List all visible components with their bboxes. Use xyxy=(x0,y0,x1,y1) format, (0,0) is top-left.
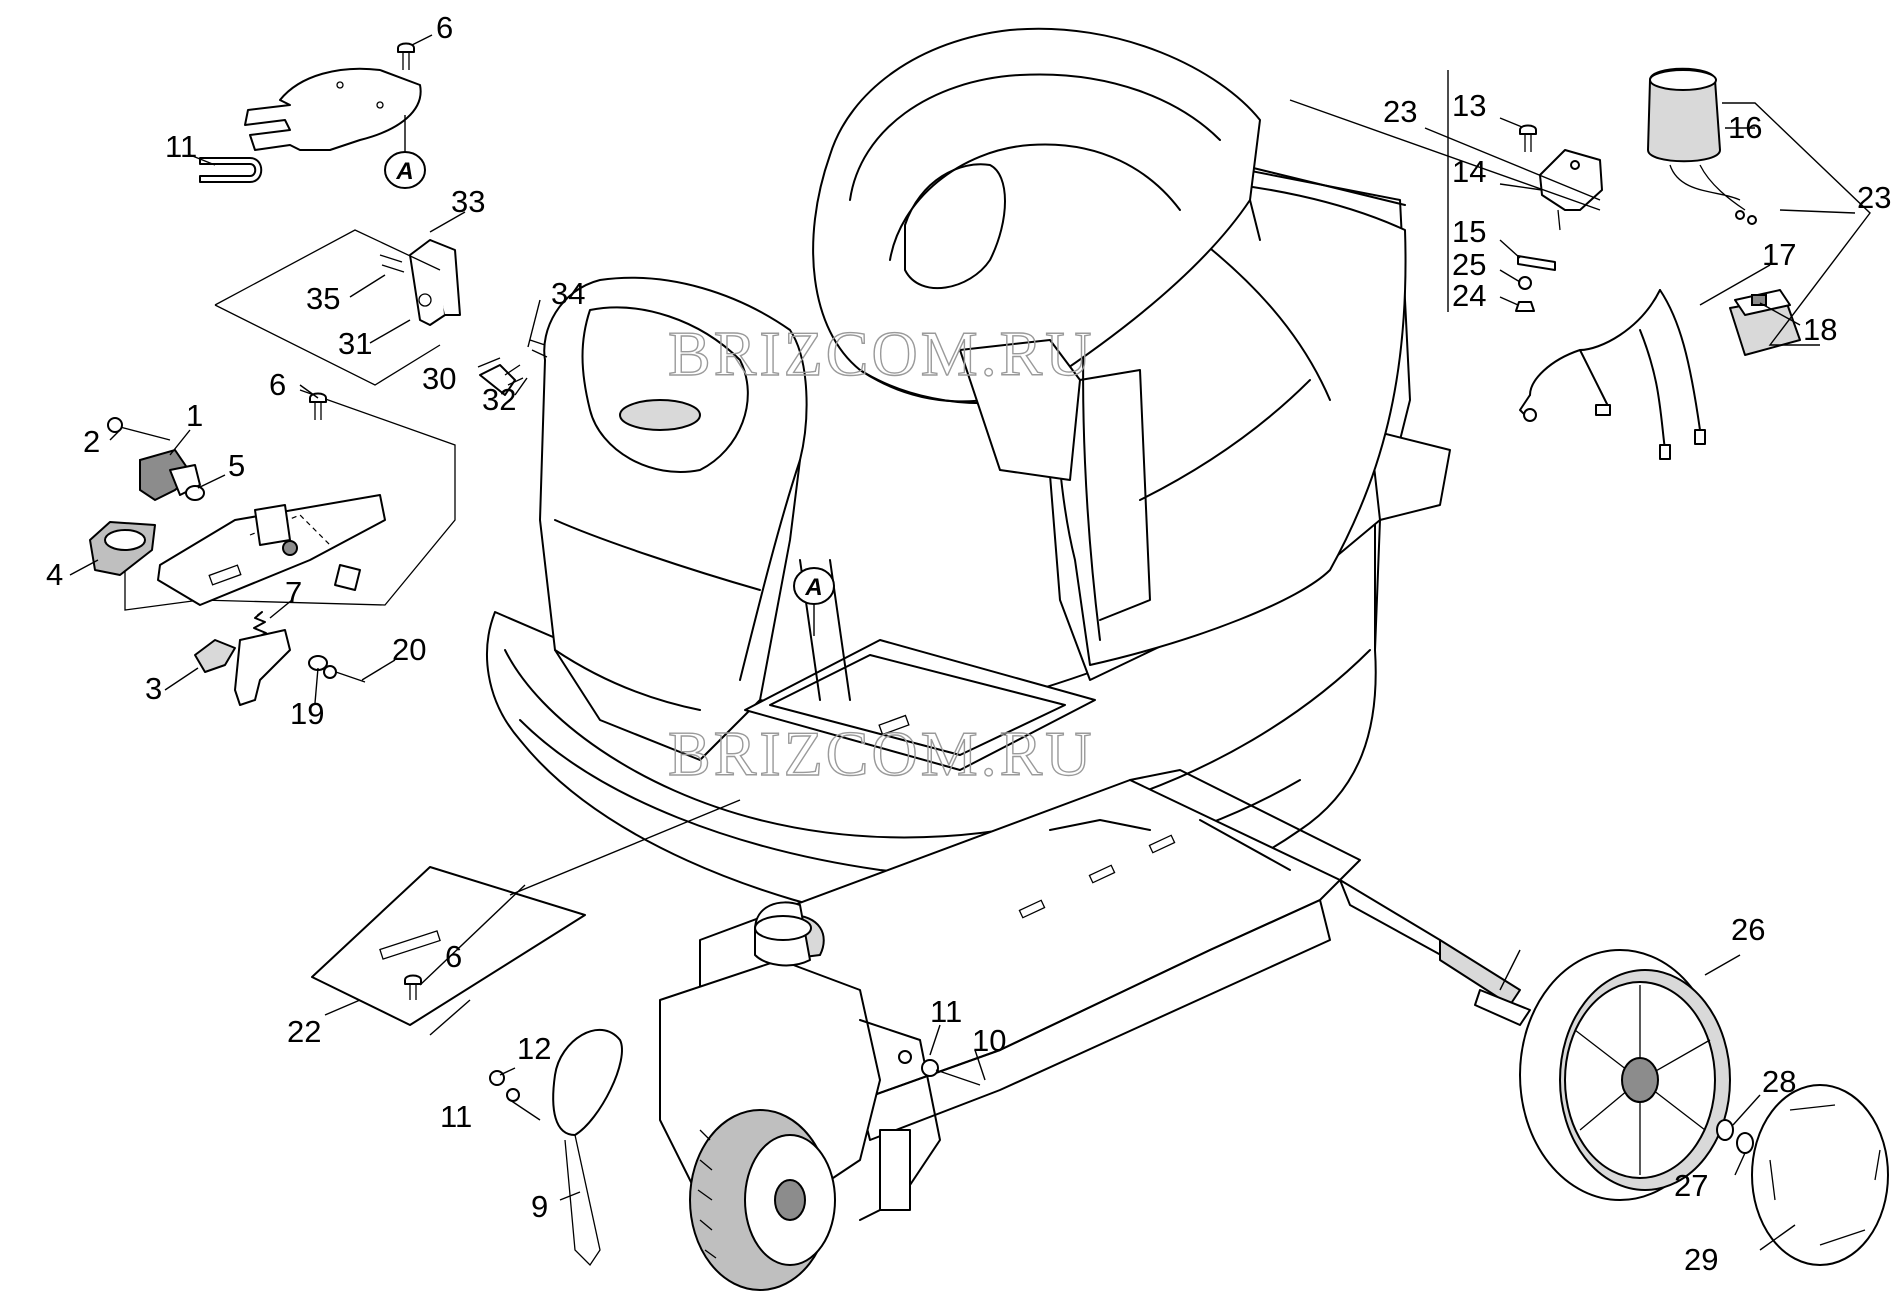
part-label-2: 2 xyxy=(83,424,100,459)
part-pedal-arm xyxy=(107,417,205,502)
part-beacon-bracket xyxy=(1515,124,1603,312)
part-label-7: 7 xyxy=(285,575,302,610)
part-label-30: 30 xyxy=(422,361,456,396)
part-label-6: 6 xyxy=(436,10,453,45)
part-lever xyxy=(194,629,366,706)
part-label-23: 23 xyxy=(1383,94,1417,129)
part-label-15: 15 xyxy=(1452,214,1486,249)
callout-mark-a-body: A xyxy=(793,567,835,636)
part-washer-28 xyxy=(1716,1119,1734,1141)
callout-box-lower xyxy=(124,389,456,611)
part-label-8: 11 xyxy=(165,129,197,164)
part-label-29: 29 xyxy=(1684,1242,1718,1277)
svg-text:A: A xyxy=(804,574,822,601)
part-number-labels: 6 11 33 35 31 34 30 32 6 1 2 5 4 7 3 19 … xyxy=(46,10,1891,1277)
part-pedal-switch-bracket xyxy=(379,239,548,396)
part-label-11b: 11 xyxy=(440,1099,472,1134)
part-label-34: 34 xyxy=(551,276,585,311)
callout-box-upper xyxy=(214,229,441,386)
part-label-28: 28 xyxy=(1762,1064,1796,1099)
part-screw-top xyxy=(397,42,415,70)
part-label-4: 4 xyxy=(46,557,63,592)
part-label-6c: 6 xyxy=(445,939,462,974)
machine-body xyxy=(486,27,1451,931)
watermark-upper: BRIZCOM.RU xyxy=(668,318,1095,389)
part-wire-harness xyxy=(1519,289,1706,460)
part-label-11: 11 xyxy=(930,994,962,1029)
part-u-clip xyxy=(199,157,263,183)
part-label-12: 12 xyxy=(517,1031,551,1066)
part-lid xyxy=(552,1028,623,1267)
part-pedal xyxy=(89,521,156,576)
part-label-35: 35 xyxy=(306,281,340,316)
part-top-plate xyxy=(244,67,422,151)
part-switch xyxy=(1729,289,1801,356)
part-label-14: 14 xyxy=(1452,154,1486,189)
leader-lines xyxy=(69,34,1871,1251)
part-ring-27 xyxy=(1736,1132,1754,1154)
part-pedal-plate xyxy=(157,494,386,606)
svg-text:A: A xyxy=(395,158,413,185)
part-label-25: 25 xyxy=(1452,247,1486,282)
part-label-1: 1 xyxy=(186,398,203,433)
part-label-31: 31 xyxy=(338,326,372,361)
watermark-lower: BRIZCOM.RU xyxy=(668,718,1095,789)
part-beacon xyxy=(1647,67,1757,225)
part-label-3: 3 xyxy=(145,671,162,706)
part-label-33: 33 xyxy=(451,184,485,219)
part-label-10: 10 xyxy=(972,1023,1006,1058)
part-label-19: 19 xyxy=(290,696,324,731)
part-label-13: 13 xyxy=(1452,88,1486,123)
part-hub-cap xyxy=(1751,1084,1889,1266)
part-label-5: 5 xyxy=(228,448,245,483)
part-label-18: 18 xyxy=(1803,312,1837,347)
part-label-27: 27 xyxy=(1674,1168,1708,1203)
part-label-17: 17 xyxy=(1762,237,1796,272)
part-label-20: 20 xyxy=(392,632,426,667)
part-label-23b: 23 xyxy=(1857,180,1891,215)
part-label-24: 24 xyxy=(1452,278,1486,313)
part-floor-plate xyxy=(311,866,586,1026)
part-label-26: 26 xyxy=(1731,912,1765,947)
part-label-22: 22 xyxy=(287,1014,321,1049)
part-rear-wheel xyxy=(1474,949,1731,1201)
callout-mark-a-top: A xyxy=(384,115,426,189)
part-label-9: 9 xyxy=(531,1189,548,1224)
part-label-32: 32 xyxy=(482,382,516,417)
part-label-6b: 6 xyxy=(269,367,286,402)
part-label-16: 16 xyxy=(1728,110,1762,145)
